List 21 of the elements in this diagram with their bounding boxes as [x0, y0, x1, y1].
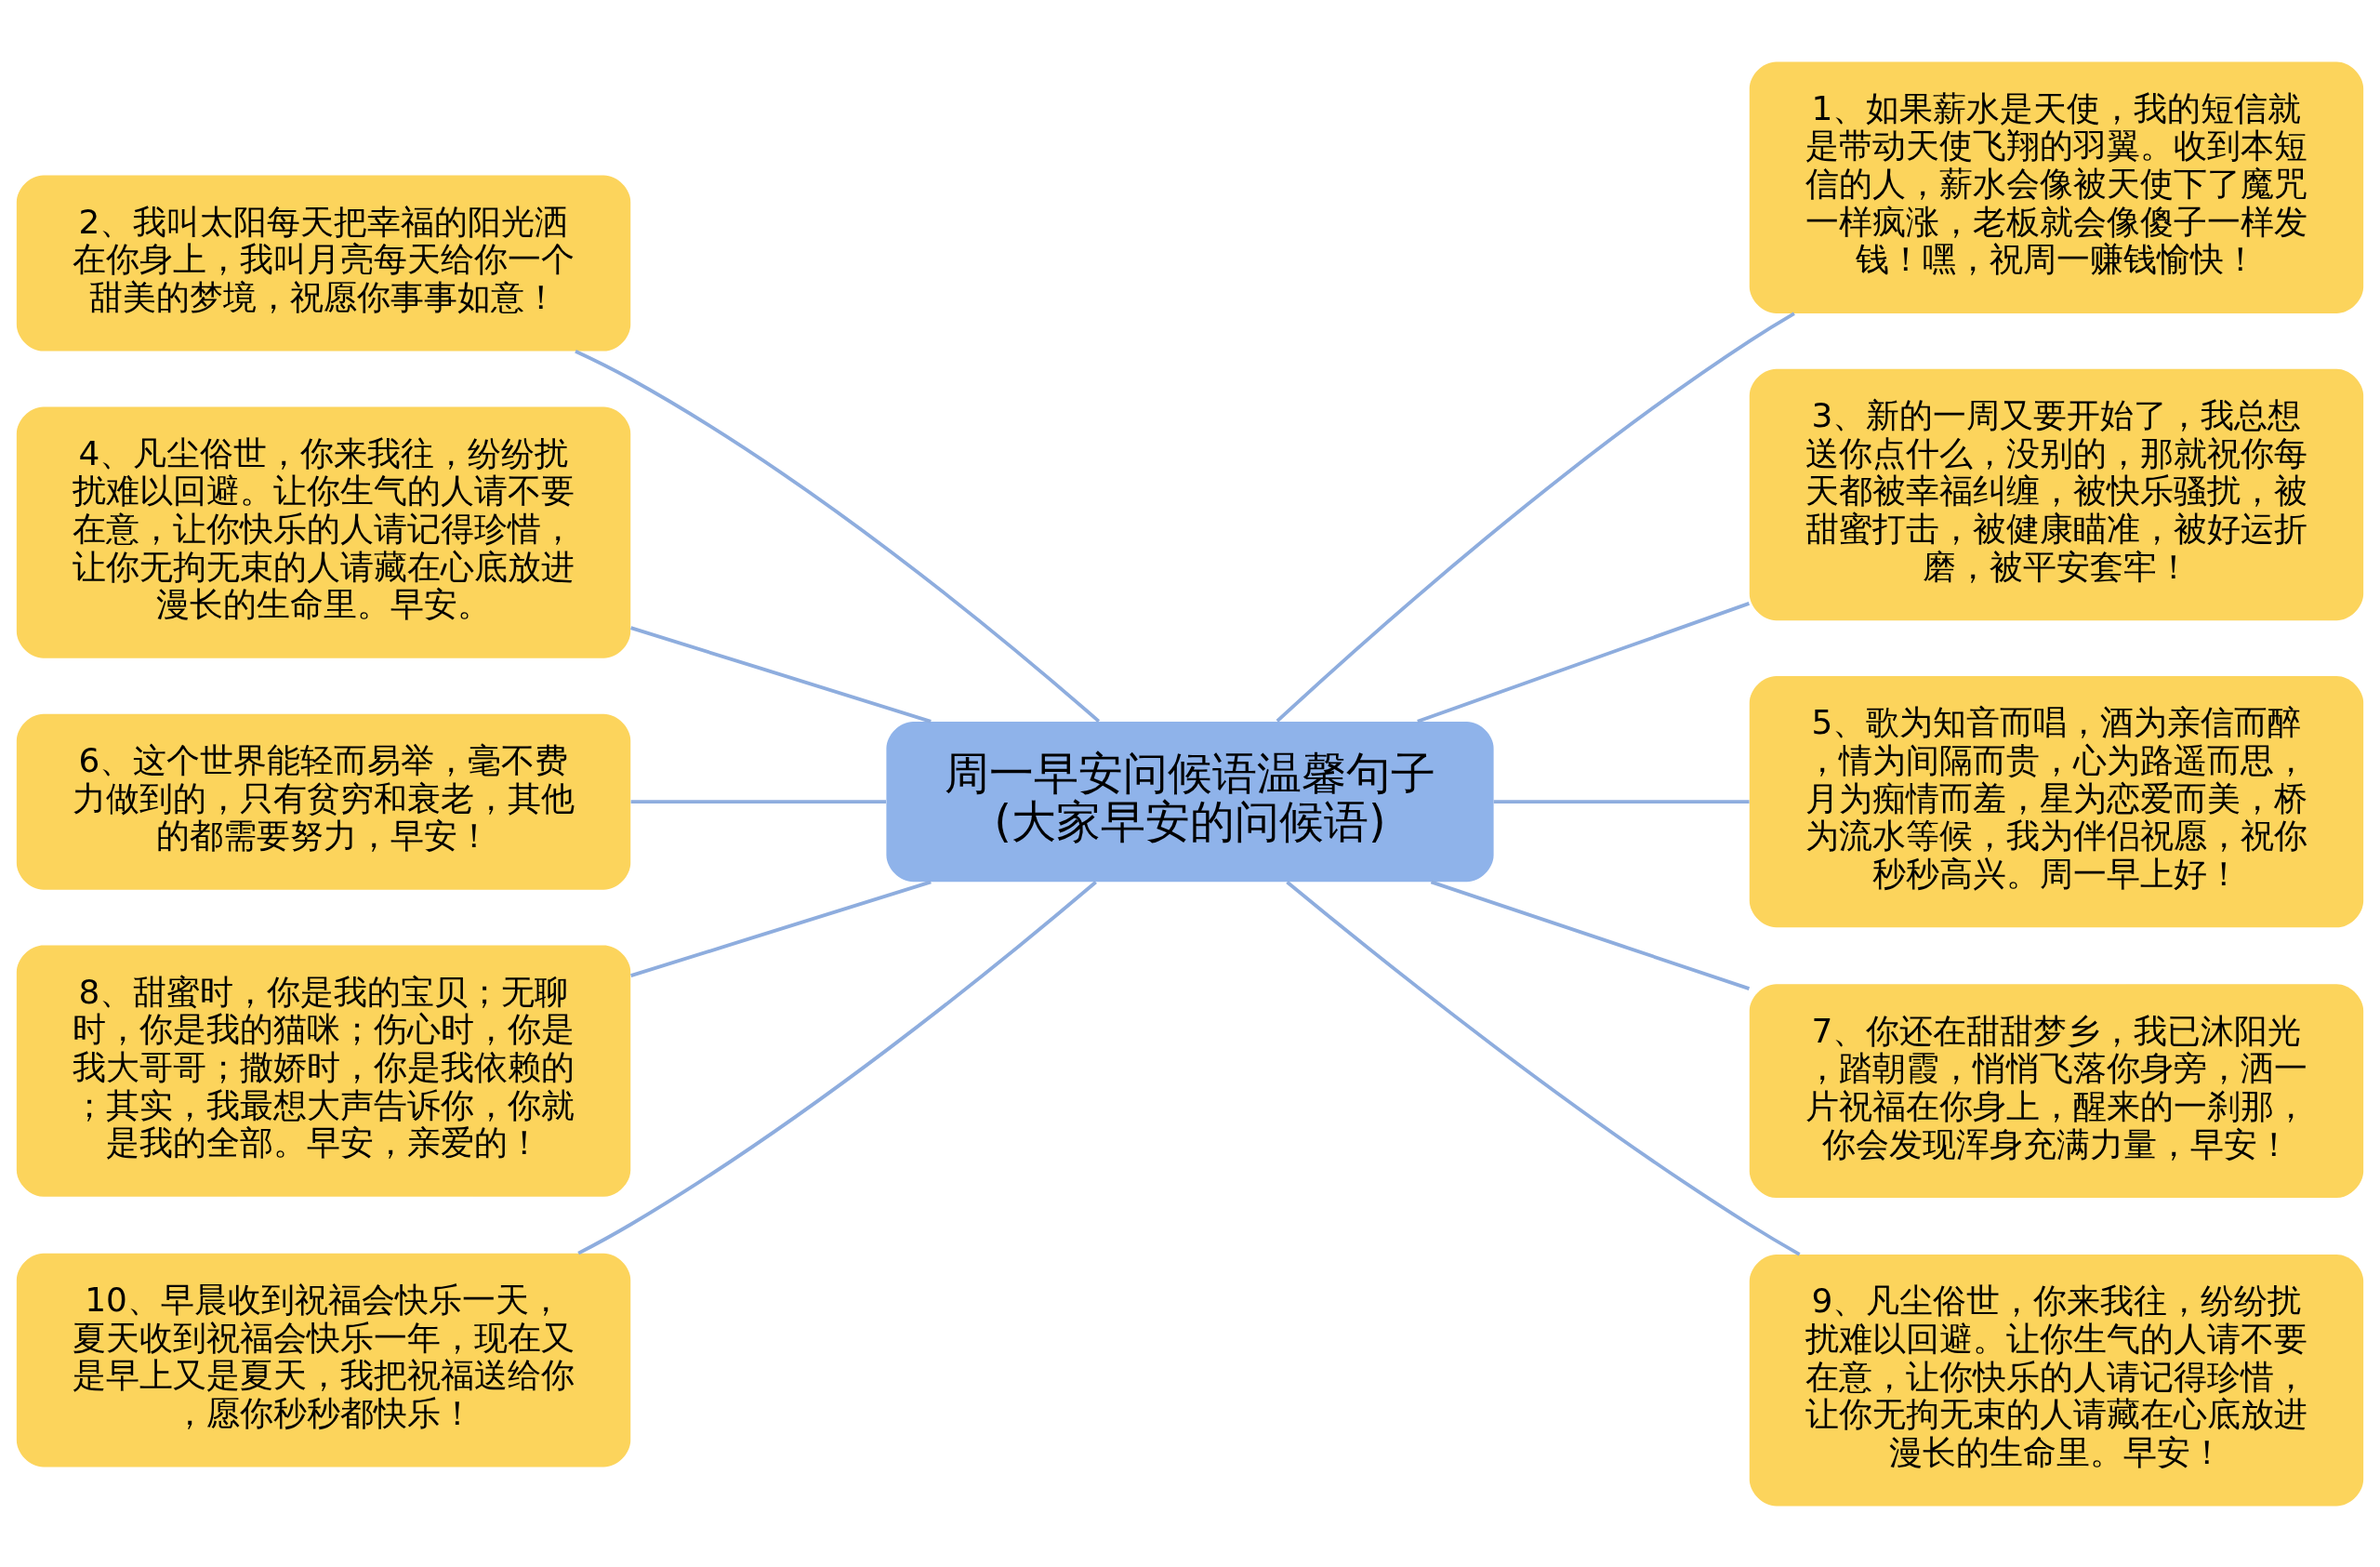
connector [577, 880, 1097, 1255]
node-box: 4、凡尘俗世，你来我往，纷纷扰扰难以回避。让你生气的人请不要在意，让你快乐的人请记得珍惜，让你无拘无束的人请藏在心底放进漫长的生命里。早安。 [16, 405, 631, 658]
node-box: 7、你还在甜甜梦乡，我已沐阳光，踏朝霞，悄悄飞落你身旁，洒一片祝福在你身上，醒来的一刹那，你会发现浑身充满力量，早安！ [1749, 983, 2364, 1198]
connector [1276, 312, 1795, 723]
connector [1430, 880, 1751, 990]
node-box: 8、甜蜜时，你是我的宝贝；无聊时，你是我的猫咪；伤心时，你是我大哥哥；撒娇时，你是我依赖的；其实，我最想大声告诉你，你就是我的全部。早安，亲爱的！ [16, 944, 631, 1197]
node-box: 1、如果薪水是天使，我的短信就是带动天使飞翔的羽翼。收到本短信的人，薪水会像被天使下了魔咒一样疯涨，老板就会像傻子一样发钱！嘿，祝周一赚钱愉快！ [1749, 61, 2364, 313]
connector [1417, 601, 1751, 724]
node-box: 2、我叫太阳每天把幸福的阳光洒在你身上，我叫月亮每天给你一个甜美的梦境，祝愿你事事如意！ [16, 175, 631, 352]
connector [630, 625, 932, 724]
node-box: 周一早安问候语温馨句子(大家早安的问候语) [886, 721, 1494, 882]
connector [1286, 880, 1801, 1256]
connector [575, 349, 1101, 723]
node-box: 6、这个世界能轻而易举，毫不费力做到的，只有贫穷和衰老，其他的都需要努力，早安！ [16, 713, 631, 890]
node-box: 9、凡尘俗世，你来我往，纷纷扰扰难以回避。让你生气的人请不要在意，让你快乐的人请记得珍惜，让你无拘无束的人请藏在心底放进漫长的生命里。早安！ [1749, 1254, 2364, 1506]
connector [1493, 799, 1750, 803]
node-box: 5、歌为知音而唱，酒为亲信而醉，情为间隔而贵，心为路遥而思，月为痴情而羞，星为恋爱而美，桥为流水等候，我为伴侣祝愿，祝你秒秒高兴。周一早上好！ [1749, 675, 2364, 927]
connector [630, 799, 886, 803]
node-box: 10、早晨收到祝福会快乐一天，夏天收到祝福会快乐一年，现在又是早上又是夏天，我把祝福送给你，愿你秒秒都快乐！ [16, 1253, 631, 1467]
connector [630, 880, 932, 977]
node-box: 3、新的一周又要开始了，我总想送你点什么，没别的，那就祝你每天都被幸福纠缠，被快乐骚扰，被甜蜜打击，被健康瞄准，被好运折磨，被平安套牢！ [1749, 368, 2364, 620]
